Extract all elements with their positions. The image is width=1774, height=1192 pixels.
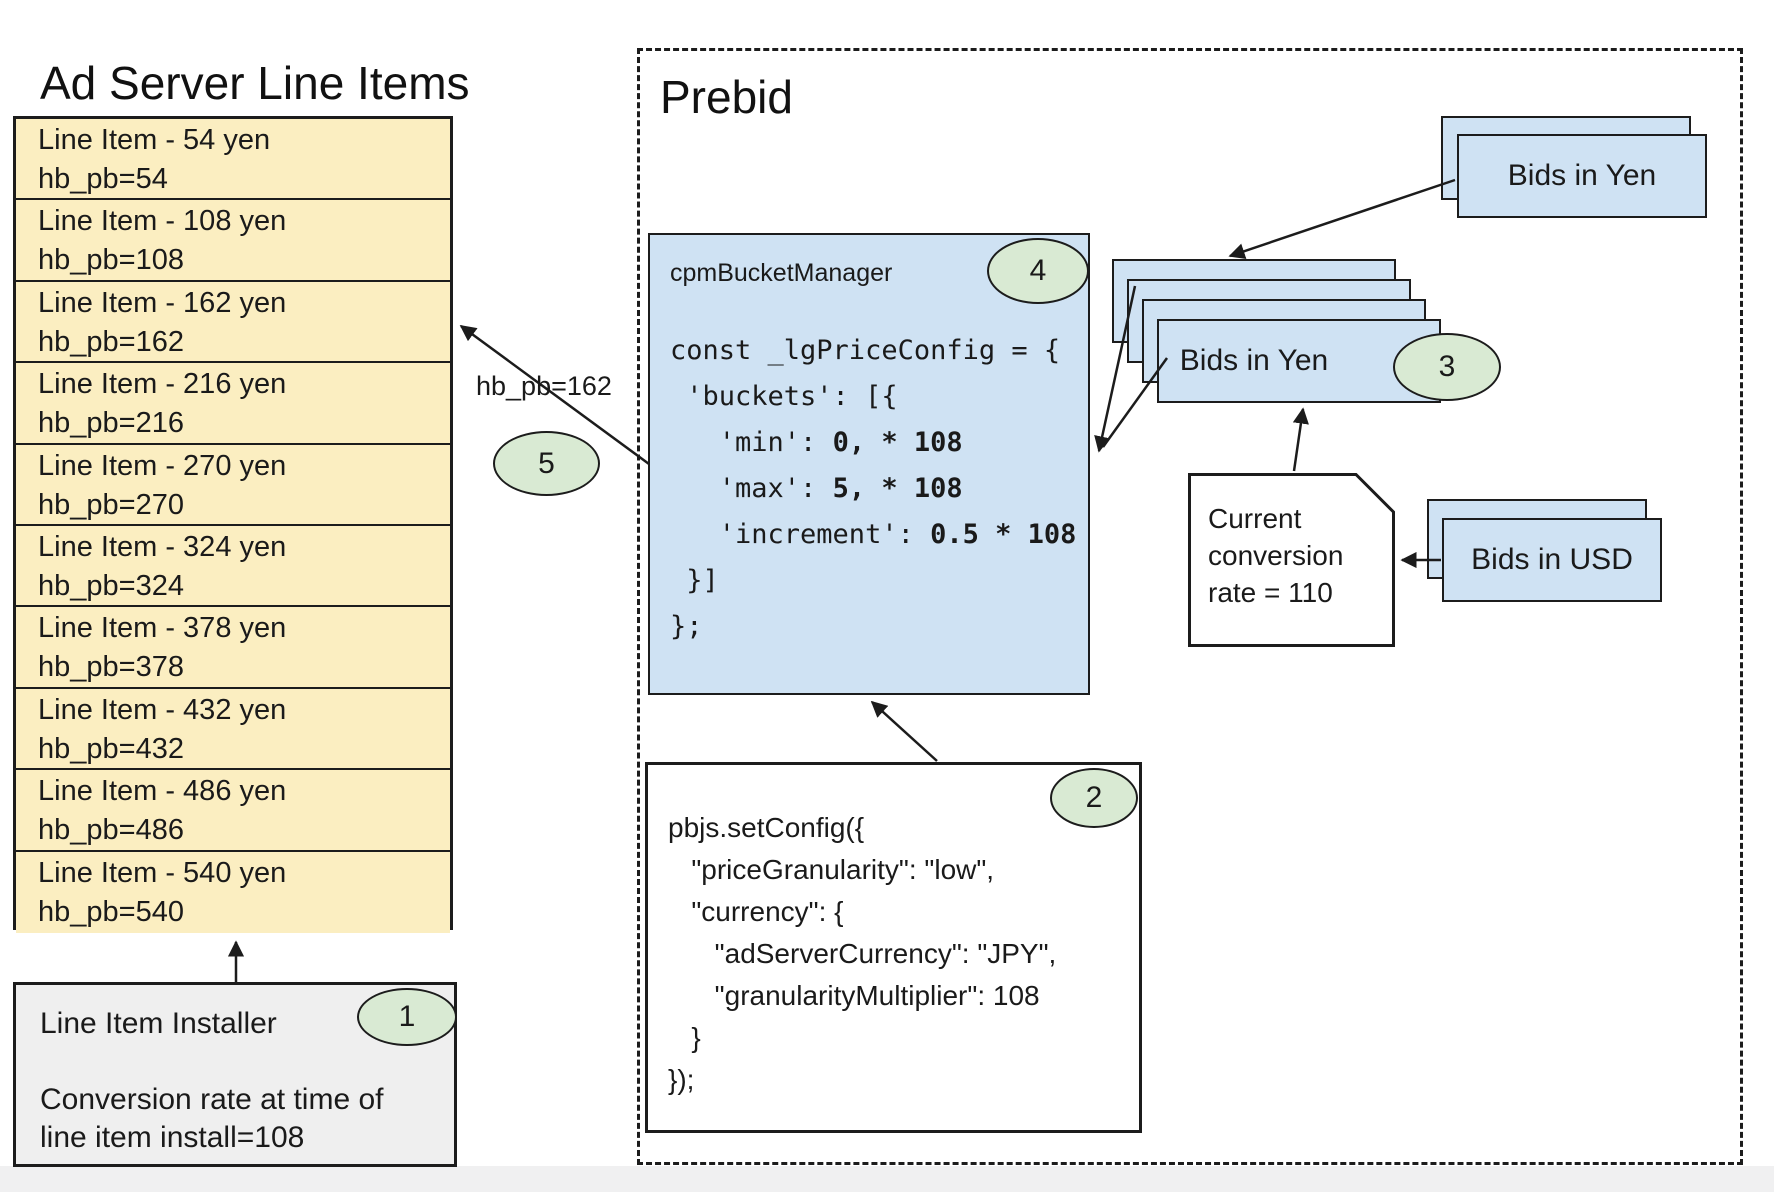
code-line: "granularityMultiplier": 108 [668,980,1040,1011]
table-row: Line Item - 270 yen hb_pb=270 [16,444,450,526]
prebid-title: Prebid [660,71,793,123]
line-item-key: hb_pb=432 [38,732,184,765]
table-row: Line Item - 162 yen hb_pb=162 [16,281,450,364]
table-row: Line Item - 540 yen hb_pb=540 [16,851,450,933]
line-item-key: hb_pb=216 [38,407,184,440]
code-line: "priceGranularity": "low", [668,854,995,885]
table-row: Line Item - 378 yen hb_pb=378 [16,607,450,689]
line-item-label: Line Item - 108 yen [38,205,287,238]
set-config-code: pbjs.setConfig({ "priceGranularity": "lo… [668,807,1129,1101]
line-item-label: Line Item - 54 yen [38,124,271,156]
line-item-key: hb_pb=540 [38,895,184,928]
line-item-label: Line Item - 270 yen [38,449,287,482]
ad-server-title: Ad Server Line Items [40,57,470,109]
installer-note: Conversion rate at time of line item ins… [40,1083,384,1154]
code-line: }] [670,565,719,596]
line-item-key: hb_pb=378 [38,651,184,684]
line-item-key: hb_pb=108 [38,244,184,277]
hb-pb-arrow-label: hb_pb=162 [476,371,612,401]
line-item-label: Line Item - 432 yen [38,693,287,726]
step-badge-3: 3 [1393,333,1501,401]
cpm-bucket-manager-title: cpmBucketManager [670,259,893,287]
table-row: Line Item - 432 yen hb_pb=432 [16,688,450,771]
code-line: pbjs.setConfig({ [668,812,865,843]
line-item-key: hb_pb=162 [38,325,184,358]
prebid-frame [637,48,1743,1165]
line-item-key: hb_pb=270 [38,488,184,521]
table-row: Line Item - 54 yen hb_pb=54 [16,119,450,201]
line-item-label: Line Item - 378 yen [38,612,287,645]
line-item-label: Line Item - 540 yen [38,856,287,889]
line-item-label: Line Item - 486 yen [38,775,287,808]
set-config-box: pbjs.setConfig({ "priceGranularity": "lo… [645,762,1142,1133]
conversion-note-text: Current conversion rate = 110 [1208,503,1344,608]
line-item-key: hb_pb=324 [38,569,184,602]
code-line: "adServerCurrency": "JPY", [668,938,1057,969]
step-badge-1: 1 [357,988,457,1046]
bids-in-yen-source-label: Bids in Yen [1507,159,1657,192]
table-row: Line Item - 324 yen hb_pb=324 [16,525,450,608]
code-line: "currency": { [668,896,844,927]
code-line: 'increment': 0.5 * 108 [670,519,1077,550]
step-badge-2: 2 [1050,768,1138,828]
bids-in-yen-source-card: Bids in Yen [1457,134,1707,218]
installer-title: Line Item Installer [40,1007,277,1040]
step-badge-5: 5 [493,431,600,496]
bids-in-yen-stack-front-card: Bids in Yen [1157,319,1441,403]
cpm-bucket-manager-box: cpmBucketManager const _lgPriceConfig = … [648,233,1090,695]
code-line: 'buckets': [{ [670,381,898,412]
line-item-label: Line Item - 324 yen [38,530,287,563]
code-line: 'min': 0, * 108 [670,427,963,458]
code-line: } [668,1022,701,1053]
line-item-key: hb_pb=54 [38,163,168,195]
table-row: Line Item - 216 yen hb_pb=216 [16,363,450,445]
bids-in-yen-stack-label: Bids in Yen [1179,344,1329,377]
step-badge-4: 4 [987,238,1089,304]
code-line: }; [670,611,703,642]
code-line: const _lgPriceConfig = { [670,335,1061,366]
bids-in-usd-card: Bids in USD [1442,518,1662,602]
cpm-code: const _lgPriceConfig = { 'buckets': [{ '… [670,328,1078,650]
conversion-note-shape [1188,473,1395,647]
code-line: 'max': 5, * 108 [670,473,963,504]
table-row: Line Item - 486 yen hb_pb=486 [16,770,450,852]
table-row: Line Item - 108 yen hb_pb=108 [16,200,450,282]
line-item-key: hb_pb=486 [38,814,184,847]
code-line: }); [668,1064,695,1095]
bids-in-usd-label: Bids in USD [1471,543,1633,576]
bottom-strip [0,1166,1774,1192]
line-item-label: Line Item - 162 yen [38,286,287,319]
line-item-label: Line Item - 216 yen [38,368,287,401]
